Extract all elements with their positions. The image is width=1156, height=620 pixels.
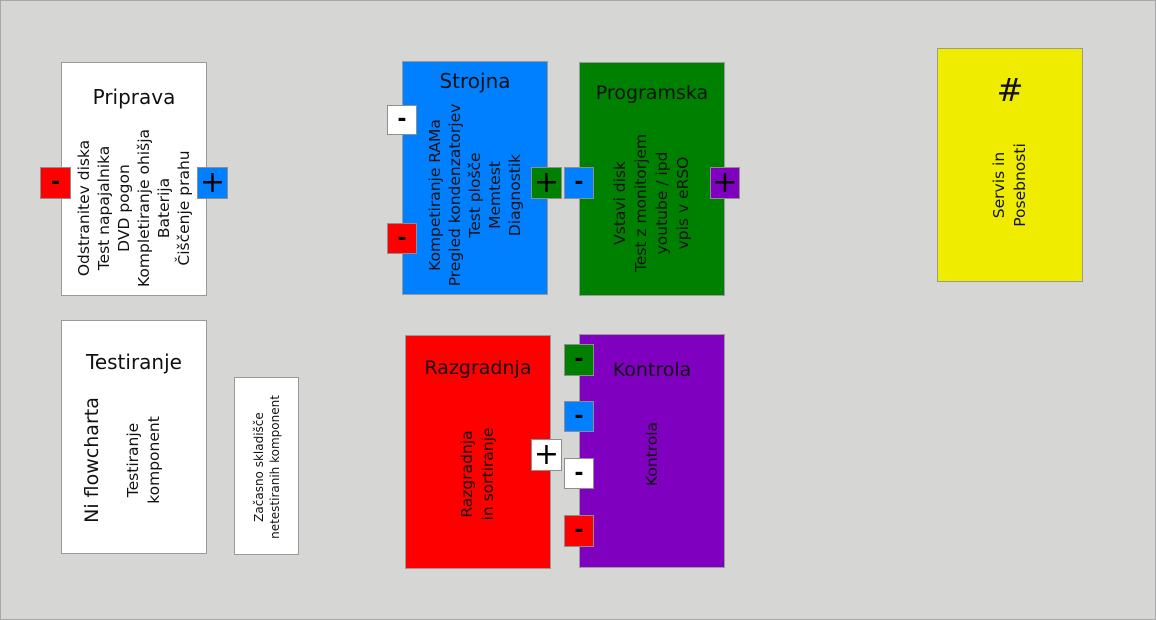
priprava-steps: Odstranitev diska Test napajalnika DVD p… [74,129,194,287]
strojna-box: Strojna Kompetiranje RAMa Pregled konden… [402,61,548,295]
priprava-box: Priprava Odstranitev diska Test napajaln… [61,62,207,296]
programska-step-4: vpis v eRSO [674,156,692,250]
priprava-step-1: Odstranitev diska [75,139,93,277]
minus-label: - [397,225,407,251]
minus-label: - [574,170,584,195]
strojna-step-1: Kompetiranje RAMa [426,119,444,271]
strojna-step-3: Test plošče [466,152,484,238]
razgradnja-line-2: in sortiranje [479,427,497,521]
strojna-step-2: Pregled kondenzatorjev [446,103,464,287]
skladisce-text: Začasno skladišče netestiranih komponent [251,395,283,539]
testiranje-line-2: komponent [145,416,163,504]
minus-label: - [50,170,61,195]
testiranje-side-label: Ni flowcharta [81,397,103,523]
razgradnja-plus-button[interactable]: + [531,439,562,471]
priprava-title: Priprava [92,85,176,109]
strojna-steps: Kompetiranje RAMa Pregled kondenzatorjev… [425,104,525,287]
skladisce-line-2: netestiranih komponent [267,395,282,539]
priprava-plus-button[interactable]: + [197,167,228,199]
strojna-minus-white-button[interactable]: - [387,105,417,135]
priprava-minus-button[interactable]: - [40,167,71,199]
razgradnja-title: Razgradnja [424,357,532,379]
razgradnja-line-1: Razgradnja [458,430,476,518]
kontrola-title: Kontrola [612,359,692,381]
priprava-step-5: Baterija [155,177,173,239]
programska-box: Programska Vstavi disk Test z monitorjem… [579,62,725,296]
razgradnja-box: Razgradnja Razgradnja in sortiranje [405,335,551,569]
minus-label: - [397,107,407,132]
razgradnja-text: Razgradnja in sortiranje [457,428,499,521]
plus-label: + [533,165,560,200]
kontrola-text: Kontrola [643,421,661,487]
minus-label: - [574,347,584,372]
plus-label: + [199,165,226,200]
servis-text: Servis in Posebnosti [989,143,1031,227]
skladisce-line-1: Začasno skladišče [251,412,266,522]
priprava-step-4: Kompletiranje ohišja [135,129,153,287]
kontrola-minus-green-button[interactable]: - [564,344,594,376]
kontrola-minus-blue-button[interactable]: - [564,401,594,432]
plus-label: + [533,437,560,472]
strojna-plus-button[interactable]: + [531,167,562,199]
programska-minus-button[interactable]: - [564,167,594,199]
plus-label: + [712,165,738,200]
priprava-step-3: DVD pogon [115,164,133,252]
minus-label: - [574,518,584,543]
kontrola-minus-red-button[interactable]: - [564,515,594,547]
programska-title: Programska [595,82,709,104]
priprava-step-2: Test napajalnika [95,145,113,271]
programska-plus-button[interactable]: + [710,167,740,199]
programska-steps: Vstavi disk Test z monitorjem youtube / … [610,134,694,272]
strojna-minus-red-button[interactable]: - [387,223,417,254]
servis-line-2: Posebnosti [1011,143,1029,227]
kontrola-box: Kontrola Kontrola [579,334,725,568]
servis-line-1: Servis in [990,151,1008,219]
servis-box: # Servis in Posebnosti [937,48,1083,282]
testiranje-title: Testiranje [86,350,182,374]
strojna-title: Strojna [439,69,511,93]
testiranje-text: Testiranje komponent [123,416,165,504]
strojna-step-4: Memtest [486,161,504,229]
priprava-step-6: Čiščenje prahu [175,150,193,266]
kontrola-minus-white-button[interactable]: - [564,458,594,489]
testiranje-line-1: Testiranje [124,422,142,498]
programska-step-3: youtube / ipd [653,151,671,255]
skladisce-box: Začasno skladišče netestiranih komponent [234,377,299,555]
strojna-step-5: Diagnostik [506,153,524,237]
programska-step-1: Vstavi disk [611,161,629,245]
minus-label: - [574,460,584,486]
minus-label: - [574,403,584,429]
servis-title: # [996,71,1024,109]
testiranje-box: Testiranje Ni flowcharta Testiranje komp… [61,320,207,554]
programska-step-2: Test z monitorjem [632,133,650,273]
